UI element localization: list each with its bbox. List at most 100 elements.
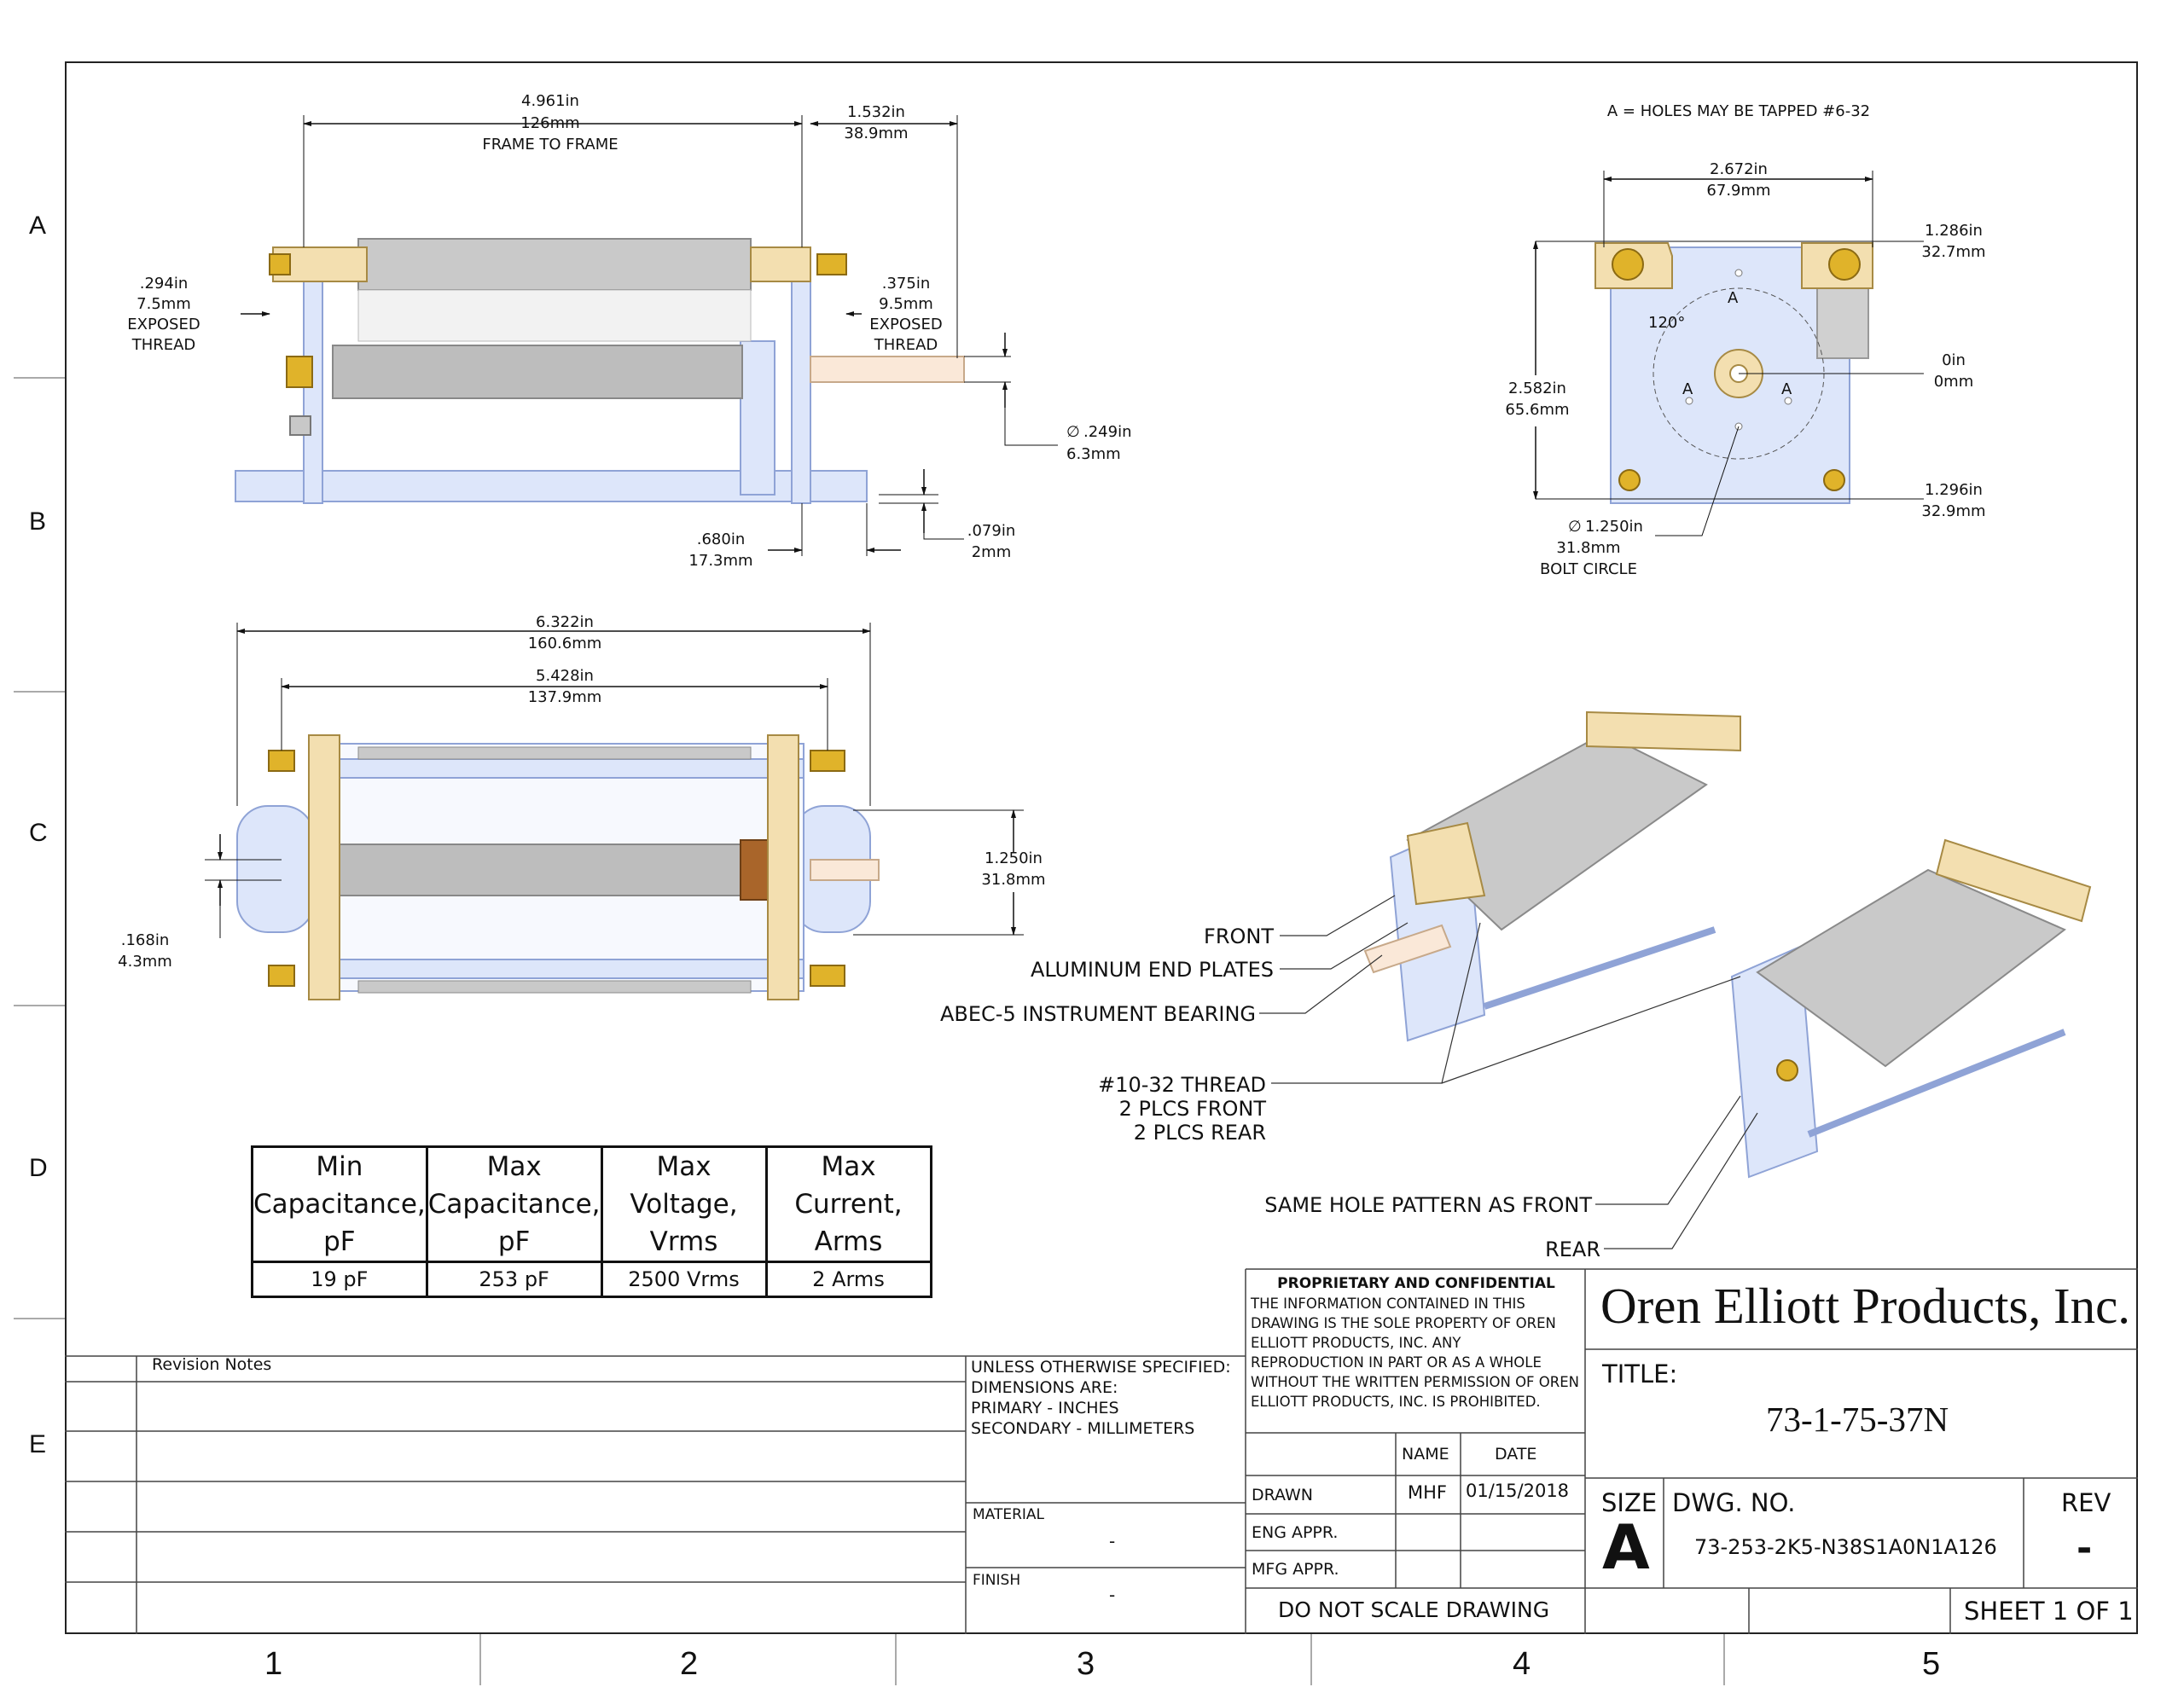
dim-bolt-sym: ∅ (1568, 518, 1582, 536)
date-column: DATE (1495, 1445, 1537, 1464)
terminal-left (269, 253, 291, 275)
finish-label: FINISH (973, 1572, 1021, 1589)
dim-topr-mm: 32.7mm (1921, 243, 1985, 261)
finish-value: - (1109, 1585, 1116, 1605)
rotor-terminal (286, 356, 313, 388)
dim-zero-in: 0in (1942, 351, 1966, 369)
zone-col-4: 4 (1513, 1646, 1531, 1682)
dim-overall-in: 6.322in (536, 613, 594, 631)
dim-foot-mm: 17.3mm (688, 552, 752, 570)
callout-thread-2: 2 PLCS FRONT (1119, 1097, 1267, 1121)
zone-tick (14, 377, 65, 379)
callout-thread-3: 2 PLCS REAR (1134, 1121, 1266, 1145)
zone-row-a: A (29, 212, 47, 240)
dim-thread-right-l1: EXPOSED (869, 316, 942, 333)
dim-bolt-mm: 31.8mm (1556, 539, 1620, 557)
dim-zero-mm: 0mm (1934, 373, 1974, 391)
ceramic-right-top (767, 734, 799, 1000)
dim-offset-in: .168in (121, 931, 170, 949)
dim-bolt-note: BOLT CIRCLE (1540, 560, 1637, 578)
top-rotor (332, 844, 743, 896)
eng-appr-label: ENG APPR. (1252, 1523, 1339, 1542)
drawn-label: DRAWN (1252, 1486, 1314, 1504)
spec-value-max-current: 2 Arms (764, 1261, 932, 1298)
zone-row-b: B (29, 507, 47, 536)
terminal-right (816, 253, 847, 275)
callout-front: FRONT (1204, 925, 1274, 948)
do-not-scale: DO NOT SCALE DRAWING (1278, 1597, 1550, 1622)
material-value: - (1109, 1531, 1116, 1551)
callout-same-pattern: SAME HOLE PATTERN AS FRONT (1264, 1193, 1592, 1217)
dim-shaftlen-mm: 38.9mm (844, 125, 908, 142)
hole-label-a2: A (1682, 380, 1693, 398)
dim-thread-right-mm: 9.5mm (879, 295, 933, 313)
rev-value: - (2077, 1527, 2093, 1570)
rail-bottom (308, 959, 804, 979)
top-fins-lower (357, 980, 752, 994)
rail-top (308, 758, 804, 779)
dim-frame-in: 4.961in (521, 92, 579, 110)
zone-tick (14, 691, 65, 693)
stator-fins (357, 238, 752, 291)
dim-botr-mm: 32.9mm (1921, 502, 1985, 520)
proprietary-block: PROPRIETARY AND CONFIDENTIAL THE INFORMA… (1251, 1275, 1580, 1410)
dim-width-mm: 67.9mm (1706, 182, 1770, 200)
unless-specified: UNLESS OTHERWISE SPECIFIED: DIMENSIONS A… (971, 1358, 1231, 1438)
dim-endheight-in: 2.582in (1508, 380, 1566, 397)
size-label: SIZE (1601, 1488, 1658, 1517)
dim-width-in: 2.672in (1710, 160, 1768, 178)
material-label: MATERIAL (973, 1506, 1045, 1523)
callout-rear: REAR (1545, 1238, 1600, 1261)
dim-shaftdia-mm: 6.3mm (1066, 445, 1121, 463)
dim-botr-in: 1.296in (1925, 481, 1983, 499)
callout-plates: ALUMINUM END PLATES (1031, 958, 1274, 982)
title-label: TITLE: (1602, 1359, 1678, 1388)
dim-frame-note: FRAME TO FRAME (482, 136, 618, 154)
drawing-title: 73-1-75-37N (1766, 1400, 1949, 1439)
drawn-name: MHF (1408, 1482, 1447, 1503)
dim-foot-in: .680in (697, 530, 746, 548)
ceramic-left-top (308, 734, 340, 1000)
dim-offset-mm: 4.3mm (118, 953, 172, 971)
end-plate-right (791, 246, 811, 504)
dim-thread-left-mm: 7.5mm (136, 295, 191, 313)
top-view: 6.322in 160.6mm 5.428in 137.9mm 1.250in … (118, 613, 1046, 1000)
drawn-date: 01/15/2018 (1466, 1481, 1570, 1501)
dim-shaftlen-in: 1.532in (847, 103, 905, 121)
zone-col-1: 1 (264, 1646, 283, 1682)
zone-row-d: D (29, 1154, 48, 1182)
spec-value-max-voltage: 2500 Vrms (600, 1261, 768, 1298)
iso-rear (1730, 838, 2092, 1179)
drawing-border (65, 61, 2138, 1634)
dim-inner-in: 5.428in (536, 667, 594, 685)
dim-frame-mm: 126mm (520, 114, 579, 132)
end-view: A = HOLES MAY BE TAPPED #6-32 A A A 120°… (1505, 102, 1985, 578)
rev-label: REV (2061, 1488, 2111, 1517)
spec-value-min-cap: 19 pF (251, 1261, 428, 1298)
side-view: 4.961in 126mm FRAME TO FRAME 1.532in 38.… (127, 92, 1131, 570)
zone-tick (479, 1634, 481, 1685)
dim-thread-right-in: .375in (882, 275, 931, 293)
spec-value-max-cap: 253 pF (425, 1261, 603, 1298)
dim-topr-in: 1.286in (1925, 222, 1983, 240)
zone-row-e: E (29, 1430, 47, 1458)
hole-label-a1: A (1728, 289, 1739, 307)
zone-tick (14, 1318, 65, 1319)
dim-height-mm: 31.8mm (981, 871, 1045, 889)
zone-tick (1310, 1634, 1312, 1685)
dim-plate-in: .079in (967, 522, 1016, 540)
zone-row-c: C (29, 819, 48, 847)
callout-thread-1: #10-32 THREAD (1098, 1073, 1266, 1097)
dim-shaftdia-in: .249in (1083, 423, 1132, 441)
revision-notes-label: Revision Notes (152, 1355, 272, 1374)
dim-overall-mm: 160.6mm (528, 635, 602, 652)
dim-height-in: 1.250in (985, 849, 1043, 867)
dim-thread-left-in: .294in (140, 275, 189, 293)
dim-thread-right-l2: THREAD (874, 336, 938, 354)
shaft (810, 356, 965, 383)
callout-bearing: ABEC-5 INSTRUMENT BEARING (940, 1002, 1256, 1026)
